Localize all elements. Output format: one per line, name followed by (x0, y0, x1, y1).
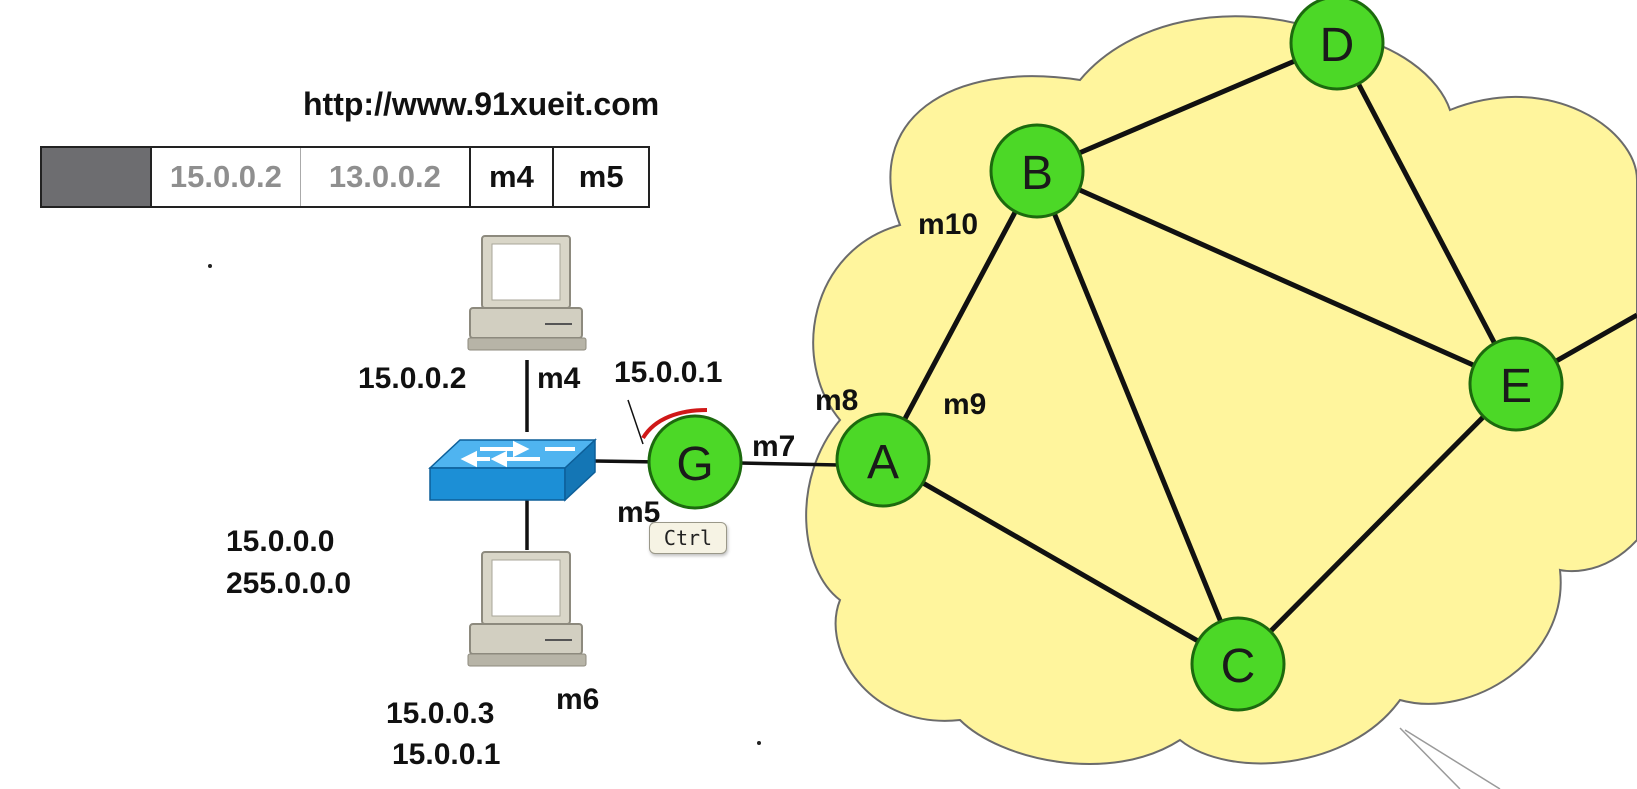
router-d[interactable]: D (1289, 0, 1385, 91)
router-c[interactable]: C (1190, 616, 1286, 712)
pc-top-icon (467, 235, 587, 351)
pointer-line (627, 399, 644, 445)
link-b-d (1036, 40, 1338, 174)
packet-dst-ip: 13.0.0.2 (301, 148, 471, 206)
packet-payload-cell (42, 148, 152, 206)
link-b-c (1034, 170, 1241, 665)
link-a-b (880, 169, 1040, 462)
pc-bottom-ip: 15.0.0.3 (386, 697, 495, 730)
packet-dst-mac: m5 (578, 159, 624, 194)
red-mark (641, 408, 708, 440)
ctrl-key-tooltip: Ctrl (649, 522, 727, 554)
link-c-e (1236, 382, 1518, 666)
router-d-label: D (1320, 19, 1355, 72)
link-g-a (739, 461, 841, 467)
router-c-node (1190, 616, 1286, 712)
packet-header: 15.0.0.2 13.0.0.2 m4 m5 (40, 146, 650, 208)
router-a[interactable]: A (835, 412, 931, 508)
pc-bottom-icon (467, 551, 587, 667)
network-address: 15.0.0.0 (226, 525, 335, 558)
site-url: http://www.91xueit.com (303, 86, 660, 122)
router-a-node (835, 412, 931, 508)
packet-src-mac: m4 (471, 148, 555, 206)
pc-bottom-gateway: 15.0.0.1 (392, 738, 501, 771)
router-b[interactable]: B (989, 123, 1085, 219)
router-d-node (1289, 0, 1385, 91)
link-a-c (881, 457, 1240, 667)
pc-top-mac: m4 (537, 362, 581, 395)
faint-lines (1399, 727, 1501, 789)
router-a-label: A (867, 436, 899, 489)
stray-dot (208, 264, 212, 268)
stray-dot (757, 741, 761, 745)
packet-src-ip: 15.0.0.2 (152, 148, 302, 206)
gateway-wan-mac: m7 (752, 430, 796, 463)
router-a-mac-m9: m9 (943, 388, 987, 421)
switch-icon (428, 438, 597, 502)
router-e[interactable]: E (1468, 336, 1564, 432)
cloud-links (880, 40, 1637, 667)
pc-bottom-mac: m6 (556, 683, 600, 716)
router-c-label: C (1221, 640, 1256, 693)
router-g-label: G (676, 438, 713, 491)
network-mask: 255.0.0.0 (226, 567, 352, 600)
router-e-node (1468, 336, 1564, 432)
router-e-label: E (1500, 360, 1532, 413)
gateway-ip: 15.0.0.1 (614, 356, 723, 389)
pc-top-ip: 15.0.0.2 (358, 362, 467, 395)
router-b-node (989, 123, 1085, 219)
link-b-e (1035, 168, 1518, 387)
router-g-node (647, 414, 743, 510)
router-b-mac-m10: m10 (918, 208, 979, 241)
router-a-mac-m8: m8 (815, 384, 859, 417)
router-g[interactable]: G (647, 414, 743, 510)
router-b-label: B (1021, 147, 1053, 200)
link-d-e (1334, 41, 1519, 386)
